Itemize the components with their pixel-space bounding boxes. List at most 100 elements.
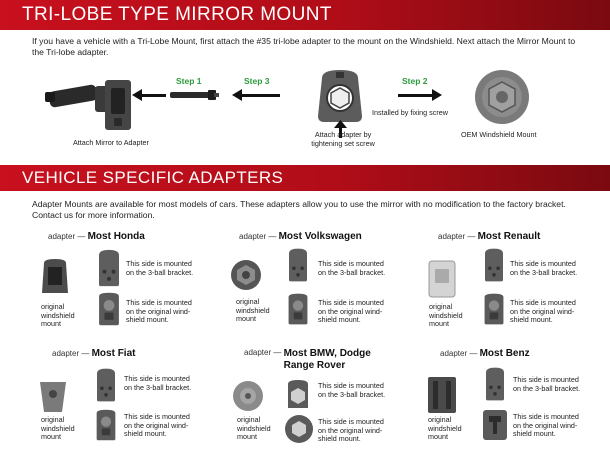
bmw-wind-note: This side is mounted on the original win… — [318, 417, 384, 444]
benz-wind-note: This side is mounted on the original win… — [513, 412, 579, 439]
brand-honda-heading: adapter — Most Honda — [48, 231, 145, 242]
up-arrow-icon — [334, 120, 347, 128]
left-arrow-icon — [232, 89, 280, 101]
benz-ball-note: This side is mounted on the 3-ball brack… — [513, 375, 581, 393]
tri-lobe-banner: TRI-LOBE TYPE MIRROR MOUNT — [0, 0, 610, 30]
fiat-ball-side-image — [92, 367, 120, 403]
wind-line-1: This side is mounted — [318, 417, 384, 426]
tri-lobe-mount-image — [314, 68, 366, 124]
bmw-ball-side-image — [284, 378, 312, 410]
wind-line-1: This side is mounted — [318, 298, 384, 307]
oem-windshield-mount-image — [472, 68, 532, 126]
honda-original-mount-image — [40, 257, 70, 297]
orig-line-1: original — [236, 297, 260, 306]
renault-wind-note: This side is mounted on the original win… — [510, 298, 576, 325]
wind-line-3: shield mount. — [124, 429, 167, 439]
orig-line-2: windshield — [237, 423, 271, 433]
installed-label: Installed by fixing screw — [372, 108, 448, 117]
orig-line-1: original — [429, 302, 453, 311]
fiat-windshield-side-image — [92, 408, 120, 442]
right-arrow-icon — [398, 89, 442, 101]
orig-line-2: windshield — [429, 310, 463, 320]
fiat-wind-note: This side is mounted on the original win… — [124, 412, 190, 439]
tri-lobe-title: TRI-LOBE TYPE MIRROR MOUNT — [22, 4, 332, 25]
step-3-label: Step 3 — [244, 76, 270, 86]
bmw-original-mount-image — [232, 380, 264, 412]
ball-line-1: This side is mounted — [318, 381, 384, 390]
vw-ball-note: This side is mounted on the 3-ball brack… — [318, 259, 386, 277]
orig-line-2: windshield — [236, 305, 270, 315]
brand-volkswagen-name: Most Volkswagen — [278, 231, 362, 242]
up-arrow-stem — [339, 126, 342, 138]
adapter-prefix: adapter — — [244, 348, 282, 357]
ball-line-1: This side is mounted — [124, 374, 190, 383]
brand-bmw-name: Most BMW, Dodge Range Rover — [284, 348, 371, 372]
vw-wind-note: This side is mounted on the original win… — [318, 298, 384, 325]
vw-ball-side-image — [286, 247, 310, 283]
vehicle-adapters-banner: VEHICLE SPECIFIC ADAPTERS — [0, 165, 610, 191]
adapter-prefix: adapter — — [438, 232, 476, 241]
orig-line-3: mount — [237, 432, 257, 442]
ball-line-1: This side is mounted — [126, 259, 192, 268]
wind-line-3: shield mount. — [126, 315, 169, 325]
renault-original-mount-image — [427, 259, 457, 299]
brand-bmw-heading: adapter — Most BMW, Dodge Range Rover — [244, 348, 371, 372]
wind-line-1: This side is mounted — [126, 298, 192, 307]
adapter-prefix: adapter — — [48, 232, 86, 241]
vehicle-adapters-title: VEHICLE SPECIFIC ADAPTERS — [22, 168, 284, 187]
orig-line-3: mount — [429, 319, 449, 329]
step-2-label: Step 2 — [402, 76, 428, 86]
oem-mount-label: OEM Windshield Mount — [461, 130, 537, 139]
brand-renault-heading: adapter — Most Renault — [438, 231, 540, 242]
adapter-prefix: adapter — — [52, 349, 90, 358]
orig-line-3: mount — [236, 314, 256, 324]
ball-line-2: on the 3-ball bracket. — [124, 382, 192, 392]
benz-original-label: original windshield mount — [428, 415, 462, 442]
bmw-windshield-side-image — [284, 414, 314, 444]
renault-windshield-side-image — [482, 291, 506, 327]
wind-line-2: on the original wind- — [510, 306, 575, 316]
vw-windshield-side-image — [286, 291, 310, 327]
wind-line-3: shield mount. — [513, 429, 556, 439]
orig-line-3: mount — [41, 432, 61, 442]
ball-line-1: This side is mounted — [510, 259, 576, 268]
orig-line-3: mount — [428, 432, 448, 442]
ball-line-1: This side is mounted — [513, 375, 579, 384]
benz-windshield-side-image — [481, 408, 509, 442]
ball-line-2: on the 3-ball bracket. — [513, 383, 581, 393]
orig-line-1: original — [41, 415, 65, 424]
brand-benz-name: Most Benz — [479, 348, 530, 359]
honda-original-label: original windshield mount — [41, 302, 75, 329]
wind-line-3: shield mount. — [318, 434, 361, 444]
honda-wind-note: This side is mounted on the original win… — [126, 298, 192, 325]
ball-line-2: on the 3-ball bracket. — [126, 267, 194, 277]
tri-lobe-adapter-image — [170, 90, 220, 100]
wind-line-2: on the original wind- — [318, 425, 383, 435]
attach-mirror-label: Attach Mirror to Adapter — [73, 138, 149, 147]
brand-volkswagen-heading: adapter — Most Volkswagen — [239, 231, 362, 242]
wind-line-1: This side is mounted — [510, 298, 576, 307]
bmw-original-label: original windshield mount — [237, 415, 271, 442]
brand-fiat-heading: adapter — Most Fiat — [52, 348, 135, 359]
adapter-prefix: adapter — — [239, 232, 277, 241]
brand-fiat-name: Most Fiat — [91, 348, 136, 359]
orig-line-2: windshield — [41, 423, 75, 433]
wind-line-2: on the original wind- — [513, 420, 578, 430]
benz-ball-side-image — [481, 366, 509, 402]
mirror-mount-image — [45, 76, 137, 138]
wind-line-1: This side is mounted — [124, 412, 190, 421]
brand-renault-name: Most Renault — [477, 231, 541, 242]
honda-ball-side-image — [95, 248, 123, 288]
left-arrow-icon — [132, 89, 166, 101]
honda-windshield-side-image — [95, 291, 123, 327]
step-1-label: Step 1 — [176, 76, 202, 86]
orig-line-2: windshield — [428, 423, 462, 433]
renault-original-label: original windshield mount — [429, 302, 463, 329]
ball-line-2: on the 3-ball bracket. — [318, 267, 386, 277]
attach-adapter-label: Attach adapter by tightening set screw — [300, 130, 386, 148]
adapter-prefix: adapter — — [440, 349, 478, 358]
orig-line-1: original — [428, 415, 452, 424]
vehicle-adapters-intro: Adapter Mounts are available for most mo… — [32, 199, 566, 220]
ball-line-1: This side is mounted — [318, 259, 384, 268]
wind-line-1: This side is mounted — [513, 412, 579, 421]
